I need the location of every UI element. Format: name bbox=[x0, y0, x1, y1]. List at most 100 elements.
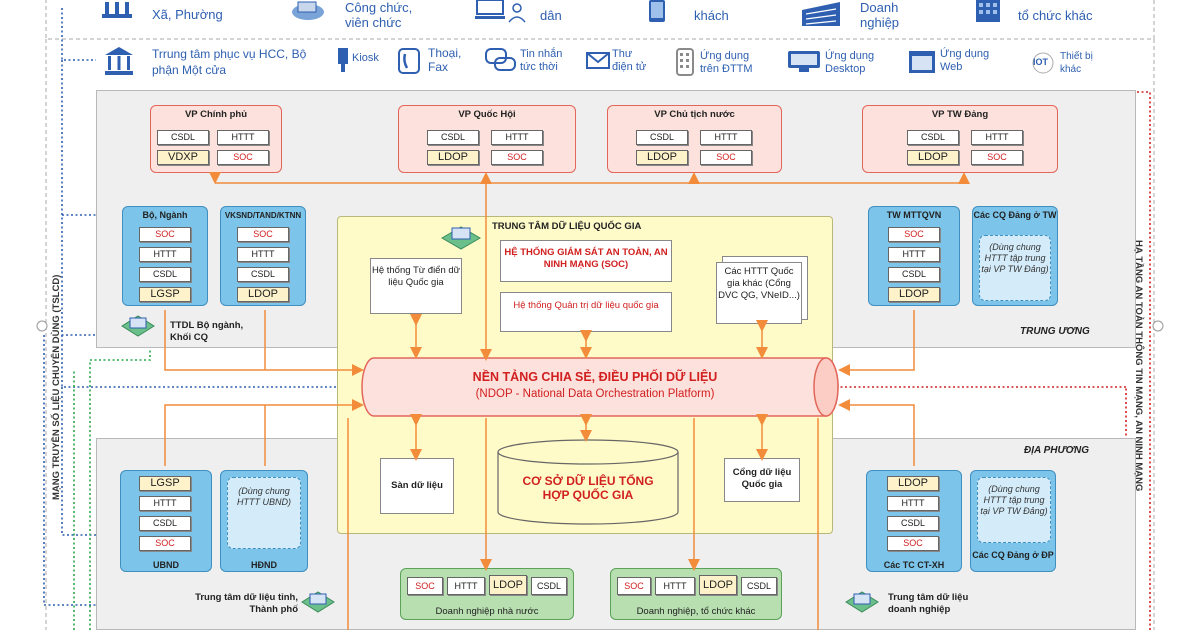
hdnd-note: (Dùng chung HTTT UBND) bbox=[227, 477, 301, 549]
ministries-box: Bộ, Ngành SOC HTTT CSDL LGSP bbox=[122, 206, 208, 306]
vksnd-box: VKSND/TAND/KTNN SOC HTTT CSDL LDOP bbox=[220, 206, 306, 306]
ubnd-box: LGSP HTTT CSDL SOC UBND bbox=[120, 470, 212, 572]
top-item-citizens: dân bbox=[540, 8, 562, 23]
hdnd-box: (Dùng chung HTTT UBND) HĐND bbox=[220, 470, 308, 572]
iot-icon: IOT bbox=[1030, 52, 1056, 74]
cell-ldop: LDOP bbox=[636, 150, 688, 165]
other-enterprise-box: SOC HTTT LDOP CSDL Doanh nghiệp, tổ chức… bbox=[610, 568, 782, 620]
cell-httt: HTTT bbox=[447, 577, 485, 595]
kiosk-icon bbox=[336, 48, 350, 74]
province-dc-icon bbox=[298, 588, 338, 616]
cell-csdl: CSDL bbox=[636, 130, 688, 145]
party-dp-box: (Dùng chung HTTT tập trung tại VP TW Đản… bbox=[970, 470, 1056, 572]
data-exchange-box: Sàn dữ liệu bbox=[380, 458, 454, 514]
cell-httt: HTTT bbox=[888, 247, 940, 262]
citizen-icon bbox=[475, 0, 535, 24]
cell-httt: HTTT bbox=[700, 130, 752, 145]
cell-lgsp: LGSP bbox=[139, 287, 191, 302]
cell-csdl: CSDL bbox=[887, 516, 939, 531]
cell-httt: HTTT bbox=[655, 577, 695, 595]
org-title: VP Chủ tịch nước bbox=[654, 109, 735, 120]
org-government-office: VP Chính phủ CSDL HTTT VDXP SOC bbox=[150, 105, 282, 173]
other-enterprise-label: Doanh nghiệp, tổ chức khác bbox=[636, 606, 756, 617]
cell-httt: HTTT bbox=[139, 247, 191, 262]
channel-kiosk: Kiosk bbox=[352, 52, 379, 64]
datacenter-icon bbox=[118, 312, 158, 340]
mttq-box: TW MTTQVN SOC HTTT CSDL LDOP bbox=[868, 206, 960, 306]
cell-soc: SOC bbox=[700, 150, 752, 165]
tc-ctxh-box: LDOP HTTT CSDL SOC Các TC CT-XH bbox=[866, 470, 962, 572]
bank-icon bbox=[100, 0, 134, 22]
ttdl-bo-label: TTDL Bộ ngành, Khối CQ bbox=[170, 320, 244, 343]
cell-ldop: LDOP bbox=[907, 150, 959, 165]
phone-icon bbox=[648, 0, 666, 24]
party-dp-title: Các CQ Đảng ở ĐP bbox=[972, 550, 1054, 560]
channel-email: Thư điện tử bbox=[612, 48, 647, 73]
channel-mobile-app: Ứng dụng trên ĐTTM bbox=[700, 50, 753, 75]
cell-soc: SOC bbox=[407, 577, 443, 595]
ndop-subtitle: (NDOP - National Data Orchestration Plat… bbox=[475, 388, 715, 400]
top-item-enterprises: Doanh nghiệp bbox=[860, 0, 900, 30]
office-icon bbox=[972, 0, 1006, 24]
top-item-civil-servants: Công chức, viên chức bbox=[345, 0, 413, 30]
cell-ldop: LDOP bbox=[489, 575, 527, 595]
cell-csdl: CSDL bbox=[888, 267, 940, 282]
org-national-assembly-office: VP Quốc Hội CSDL HTTT LDOP SOC bbox=[398, 105, 576, 173]
local-tag: ĐỊA PHƯƠNG bbox=[1024, 445, 1089, 456]
cell-httt: HTTT bbox=[217, 130, 269, 145]
channel-desktop-app: Ứng dụng Desktop bbox=[825, 50, 875, 75]
org-party-office: VP TW Đảng CSDL HTTT LDOP SOC bbox=[862, 105, 1058, 173]
channel-other-devices: Thiết bị khác bbox=[1060, 51, 1093, 75]
vksnd-title: VKSND/TAND/KTNN bbox=[224, 211, 302, 220]
mttq-title: TW MTTQVN bbox=[886, 210, 942, 220]
central-tag: TRUNG ƯƠNG bbox=[1020, 326, 1090, 337]
ndop-title: NỀN TẢNG CHIA SẺ, ĐIỀU PHỐI DỮ LIỆU bbox=[472, 370, 718, 384]
worker-icon bbox=[288, 0, 328, 22]
smartphone-app-icon bbox=[676, 48, 694, 76]
top-item-commune: Xã, Phường bbox=[152, 7, 223, 22]
top-row: Xã, Phường Công chức, viên chức dân khác… bbox=[0, 0, 1200, 40]
cell-soc: SOC bbox=[139, 227, 191, 242]
org-title: VP Quốc Hội bbox=[458, 109, 516, 120]
national-dc-title: TRUNG TÂM DỮ LIỆU QUỐC GIA bbox=[492, 221, 642, 232]
party-tw-title: Các CQ Đảng ở TW bbox=[973, 210, 1057, 220]
cell-soc: SOC bbox=[217, 150, 269, 165]
cell-soc: SOC bbox=[491, 150, 543, 165]
iot-label: IOT bbox=[1033, 57, 1048, 67]
cell-soc: SOC bbox=[139, 536, 191, 551]
database-title: CƠ SỞ DỮ LIỆU TỔNG HỢP QUỐC GIA bbox=[522, 474, 654, 502]
mail-icon bbox=[586, 52, 610, 70]
service-center-label: Trrung tâm phục vụ HCC, Bộ phận Một cửa bbox=[152, 47, 307, 77]
cell-soc: SOC bbox=[971, 150, 1023, 165]
cell-httt: HTTT bbox=[491, 130, 543, 145]
data-governance-box: Hệ thống Quản trị dữ liệu quốc gia bbox=[500, 292, 672, 332]
tc-ctxh-title: Các TC CT-XH bbox=[883, 560, 945, 570]
cell-ldop: LDOP bbox=[237, 287, 289, 302]
cell-csdl: CSDL bbox=[139, 516, 191, 531]
cell-ldop: LDOP bbox=[427, 150, 479, 165]
cell-ldop: LDOP bbox=[888, 287, 940, 302]
org-title: VP Chính phủ bbox=[184, 109, 248, 120]
data-portal-box: Cổng dữ liệu Quốc gia bbox=[724, 458, 800, 502]
cell-csdl: CSDL bbox=[427, 130, 479, 145]
cell-vdxp: VDXP bbox=[157, 150, 209, 165]
hdnd-title: HĐND bbox=[251, 560, 277, 570]
desktop-icon bbox=[787, 50, 821, 74]
chat-icon bbox=[485, 48, 517, 76]
cell-httt: HTTT bbox=[887, 496, 939, 511]
party-tw-box: Các CQ Đảng ở TW (Dùng chung HTTT tập tr… bbox=[972, 206, 1058, 306]
party-tw-note: (Dùng chung HTTT tập trung tại VP TW Đản… bbox=[979, 235, 1051, 301]
cell-csdl: CSDL bbox=[237, 267, 289, 282]
soc-system-box: HỆ THỐNG GIÁM SÁT AN TOÀN, AN NINH MẠNG … bbox=[500, 240, 672, 282]
cell-csdl: CSDL bbox=[531, 577, 567, 595]
state-enterprise-box: SOC HTTT LDOP CSDL Doanh nghiệp nhà nước bbox=[400, 568, 574, 620]
data-dictionary-box: Hệ thống Từ điển dữ liệu Quốc gia bbox=[370, 258, 462, 314]
channel-instant-message: Tin nhắn tức thời bbox=[520, 48, 563, 73]
national-dc-icon bbox=[438, 222, 484, 252]
web-icon bbox=[908, 50, 936, 74]
phone-fax-icon bbox=[398, 48, 420, 74]
enterprise-dc-icon bbox=[842, 588, 882, 616]
cell-csdl: CSDL bbox=[139, 267, 191, 282]
cell-soc: SOC bbox=[237, 227, 289, 242]
